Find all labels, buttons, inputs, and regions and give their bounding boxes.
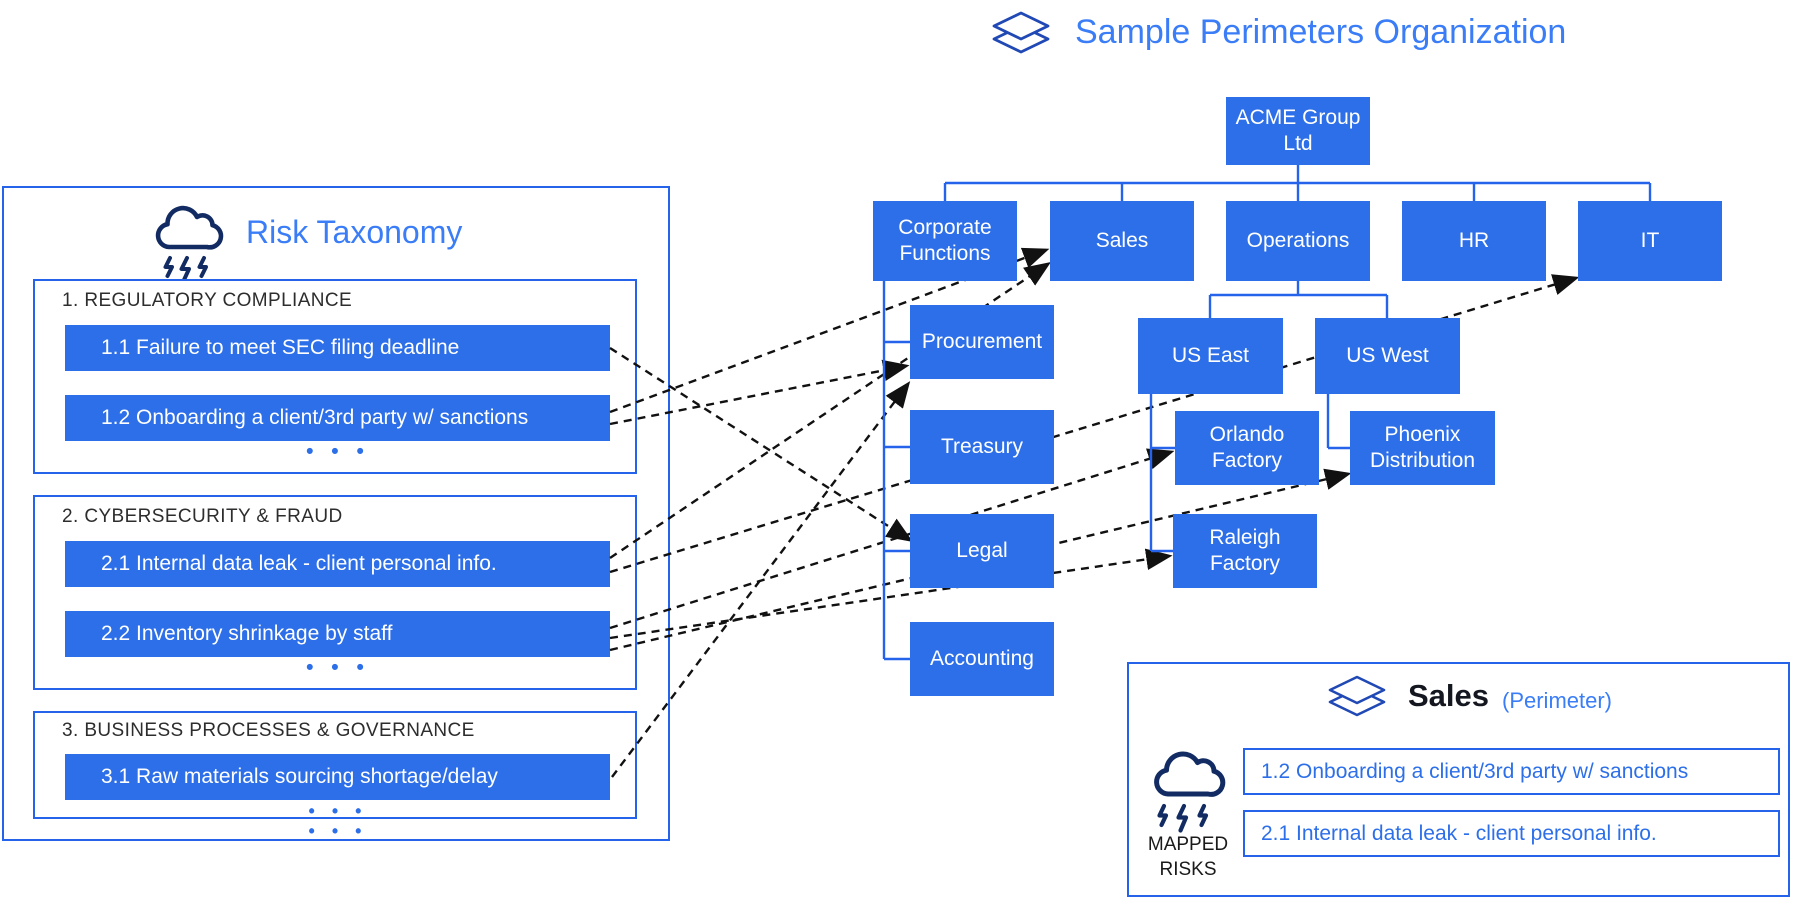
- mapped-risks-label: MAPPED RISKS: [1147, 834, 1229, 880]
- org-node-sales: Sales: [1050, 201, 1194, 281]
- org-node-procurement: Procurement: [910, 305, 1054, 379]
- risk-category-1-label: 1. REGULATORY COMPLIANCE: [62, 290, 353, 311]
- perimeter-suffix: (Perimeter): [1502, 688, 1613, 713]
- risk-taxonomy-ellipsis: • • •: [308, 821, 368, 841]
- org-node-operations: Operations: [1226, 201, 1370, 281]
- risk-item-2-2: 2.2 Inventory shrinkage by staff: [65, 611, 610, 657]
- risk-category-2-ellipsis: • • •: [306, 656, 370, 679]
- org-node-raleigh-factory: Raleigh Factory: [1173, 514, 1317, 588]
- org-node-us-west: US West: [1315, 318, 1460, 394]
- risk-item-1-2: 1.2 Onboarding a client/3rd party w/ san…: [65, 395, 610, 441]
- risk-taxonomy-title: Risk Taxonomy: [246, 214, 463, 250]
- risk-item-2-1: 2.1 Internal data leak - client personal…: [65, 541, 610, 587]
- mapping-arrow-1-1-legal: [609, 346, 914, 542]
- risk-category-1-ellipsis: • • •: [306, 440, 370, 463]
- org-node-it: IT: [1578, 201, 1722, 281]
- mapping-arrow-2-2-orlando: [609, 448, 1175, 630]
- risk-category-3-ellipsis: • • •: [308, 801, 368, 821]
- org-node-corporate-functions: Corporate Functions: [873, 201, 1017, 281]
- org-chart-title: Sample Perimeters Organization: [1075, 13, 1567, 51]
- risk-item-3-1: 3.1 Raw materials sourcing shortage/dela…: [65, 754, 610, 800]
- perimeter-risk-item-1-2: 1.2 Onboarding a client/3rd party w/ san…: [1243, 748, 1780, 795]
- cloud-lightning-icon: [155, 205, 224, 283]
- org-node-legal: Legal: [910, 514, 1054, 588]
- mapping-arrow-2-2-raleigh: [609, 548, 1173, 640]
- org-node-acme: ACME Group Ltd: [1226, 97, 1370, 165]
- risk-category-2-box: [33, 495, 637, 690]
- perimeter-name: Sales: [1408, 678, 1490, 713]
- org-node-orlando-factory: Orlando Factory: [1175, 411, 1319, 485]
- org-node-phoenix-distribution: Phoenix Distribution: [1350, 411, 1495, 485]
- mapping-arrow-3-1-procurement: [611, 381, 911, 778]
- risk-category-3-label: 3. BUSINESS PROCESSES & GOVERNANCE: [62, 720, 475, 741]
- org-node-hr: HR: [1402, 201, 1546, 281]
- org-node-us-east: US East: [1138, 318, 1283, 394]
- org-node-treasury: Treasury: [910, 410, 1054, 484]
- risk-item-1-1: 1.1 Failure to meet SEC filing deadline: [65, 325, 610, 371]
- mapping-arrow-1-2-sales: [609, 247, 1050, 414]
- risk-category-2-label: 2. CYBERSECURITY & FRAUD: [62, 506, 343, 527]
- perimeter-risk-item-2-1: 2.1 Internal data leak - client personal…: [1243, 810, 1780, 857]
- risk-category-1-box: [33, 279, 637, 474]
- org-node-accounting: Accounting: [910, 622, 1054, 696]
